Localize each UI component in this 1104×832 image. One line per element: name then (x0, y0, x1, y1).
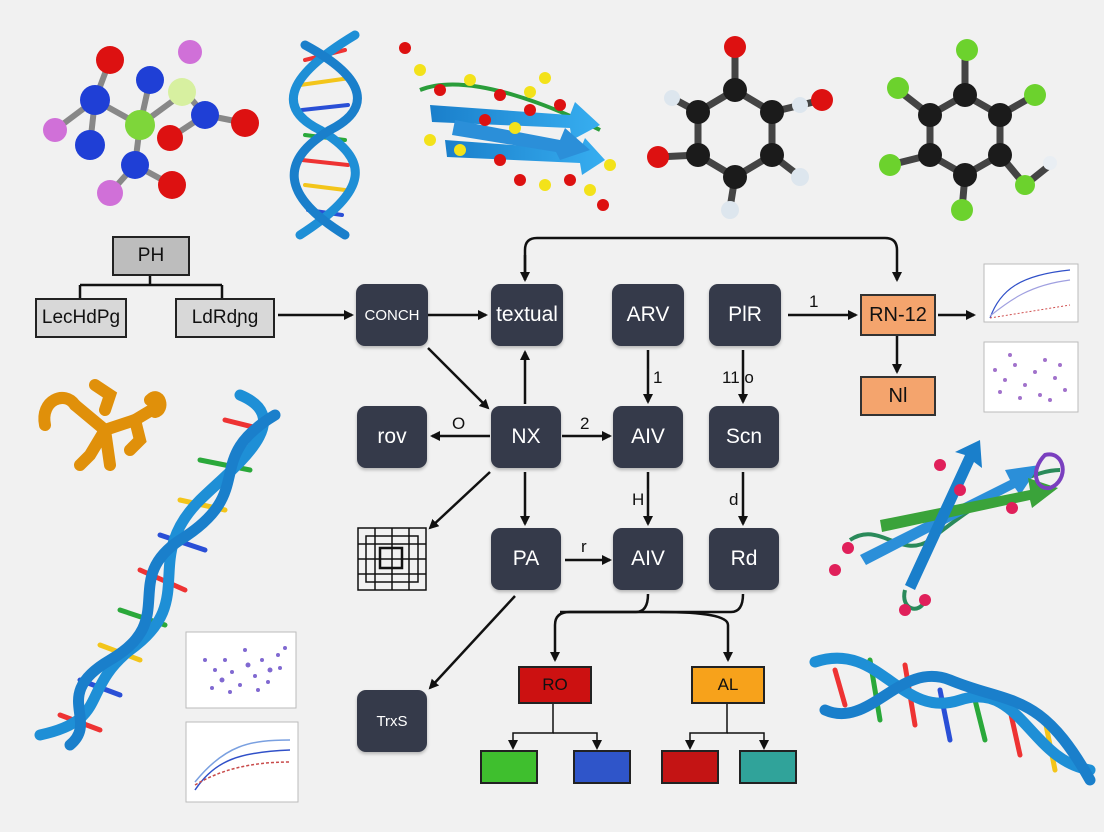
edge-label-nx-aiv: 2 (580, 414, 590, 433)
node-conch[interactable]: CONCH (356, 284, 428, 346)
dna-helix-icon (34, 389, 281, 751)
node-aiv-1[interactable]: AIV (613, 406, 683, 468)
leaf-dark-red (661, 750, 719, 784)
node-plr[interactable]: PlR (709, 284, 781, 346)
scatter-plot-thumbnail (983, 263, 1079, 323)
protein-ribbon-icon (829, 440, 1065, 616)
scatter-plot-thumbnail (185, 631, 297, 709)
edge-label-plr-scn: 11 o (722, 368, 754, 387)
edge-label-scn-rd: d (729, 490, 739, 509)
node-aiv-2[interactable]: AIV (613, 528, 683, 590)
benzene-molecule-icon (647, 36, 833, 219)
chloro-benzene-icon (879, 39, 1057, 221)
ldrdrng-box: LdRdɲg (175, 298, 275, 338)
molecule-cluster-icon (43, 40, 259, 206)
node-textual[interactable]: textual (491, 284, 563, 346)
node-scn[interactable]: Scn (709, 406, 779, 468)
leaf-blue (573, 750, 631, 784)
node-ro[interactable]: RO (518, 666, 592, 704)
node-rd[interactable]: Rd (709, 528, 779, 590)
orange-molecule-icon (38, 379, 167, 471)
node-nx[interactable]: NX (491, 406, 561, 468)
ph-box: PH (112, 236, 190, 276)
protein-ribbon-icon (399, 42, 616, 211)
lechdpg-box: LecHdPg (35, 298, 127, 338)
edge-label-pa-aiv: r (581, 537, 587, 556)
leaf-teal (739, 750, 797, 784)
dna-helix-icon (289, 30, 362, 240)
node-rn-12[interactable]: RN-12 (860, 294, 936, 336)
node-trxs[interactable]: TrxS (357, 690, 427, 752)
edge-label-plr-rn12: 1 (809, 292, 819, 311)
line-plot-thumbnail (185, 721, 299, 803)
grid-symbol-icon (357, 527, 427, 591)
dna-helix-icon (809, 652, 1096, 786)
small-connectors (508, 703, 769, 750)
edge-label-arv-aiv: 1 (653, 368, 663, 387)
edge-label-nx-rov: O (452, 414, 466, 433)
node-pa[interactable]: PA (491, 528, 561, 590)
scatter-plot-thumbnail (983, 341, 1079, 413)
edge-label-aiv-aiv: H (632, 490, 645, 509)
node-al[interactable]: AL (691, 666, 765, 704)
leaf-green (480, 750, 538, 784)
node-nl[interactable]: Nl (860, 376, 936, 416)
node-arv[interactable]: ARV (612, 284, 684, 346)
node-rov[interactable]: rov (357, 406, 427, 468)
